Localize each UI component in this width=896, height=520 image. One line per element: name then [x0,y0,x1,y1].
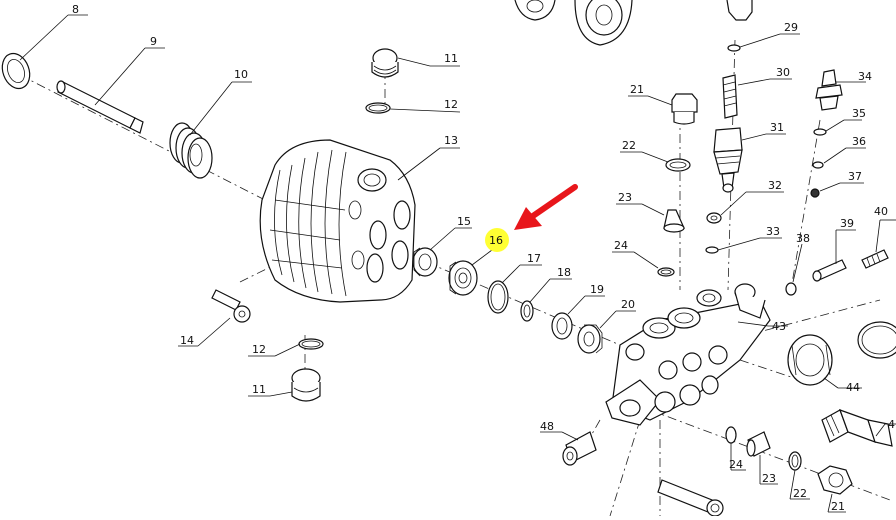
top-partial-pulleys [514,0,753,46]
label-21-bottom: 21 [831,500,845,513]
part-4x-fitting [821,409,896,447]
label-23-bottom: 23 [762,472,776,485]
label-32: 32 [768,179,782,192]
part-8-retaining-ring [1,14,88,90]
label-33: 33 [766,225,780,238]
label-29: 29 [784,21,798,34]
label-35: 35 [852,107,866,120]
label-38: 38 [796,232,810,245]
label-24-bottom: 24 [729,458,743,471]
part-15-seal [412,227,472,277]
label-15: 15 [457,215,471,228]
part-30-spring [722,74,792,119]
part-22-oring [620,151,691,172]
label-10: 10 [234,68,248,81]
label-23-top: 23 [618,191,632,204]
label-43: 43 [772,320,786,333]
part-21-plug [628,93,698,125]
part-44-nut [787,334,862,389]
part-21-plug-bottom [817,465,853,513]
part-9-shaft [56,47,165,134]
part-40-spring [861,219,896,269]
part-17-oring [487,264,542,314]
label-14: 14 [180,334,194,347]
part-31-unloader-piston [713,127,786,193]
label-11-bottom: 11 [252,383,266,396]
label-40: 40 [874,205,888,218]
label-19: 19 [590,283,604,296]
label-9: 9 [150,35,157,48]
part-12-oring-top [365,102,461,114]
part-14-bolt [178,289,251,347]
part-18-ring [520,278,572,322]
label-12-bottom: 12 [252,343,266,356]
part-16-bearing [448,249,493,296]
label-44: 44 [846,381,860,394]
label-4x: 4 [888,418,895,431]
part-39-valve [812,229,856,282]
part-33-ring [705,237,782,254]
label-8: 8 [72,3,79,16]
part-11-plug-bottom [248,368,321,402]
part-23-valve [616,203,685,233]
part-large-oring-edge [857,321,896,359]
label-48: 48 [540,420,554,433]
part-24-oring [612,251,675,277]
part-20-seal [577,310,636,354]
label-16: 16 [489,234,503,247]
label-21-top: 21 [630,83,644,96]
highlight-marker [485,228,509,252]
part-10-spring [169,81,252,179]
label-39: 39 [840,217,854,230]
label-22-top: 22 [622,139,636,152]
part-19-ring [551,295,605,340]
label-30: 30 [776,66,790,79]
label-34: 34 [858,70,872,83]
label-18: 18 [557,266,571,279]
part-32-nut [706,191,784,224]
part-35-ring [813,119,862,136]
part-24-oring-bottom [725,426,746,471]
part-bottom-shaft [657,479,724,517]
label-20: 20 [621,298,635,311]
part-43-manifold [605,283,788,426]
label-11-top: 11 [444,52,458,65]
part-13-crankcase [259,139,460,303]
label-24-top: 24 [614,239,628,252]
part-37-ball [810,182,864,198]
part-11-plug-top [371,48,460,78]
part-12-oring-bottom [248,338,324,357]
part-22-oring-bottom [788,451,810,500]
label-22-bottom: 22 [793,487,807,500]
label-13: 13 [444,134,458,147]
red-arrow [514,184,578,230]
part-48-cap [540,431,597,466]
part-labels: 8 9 10 11 12 13 14 12 11 15 16 17 18 19 … [72,3,895,513]
part-29-ring [727,33,800,52]
part-34-fitting [815,69,866,111]
part-36-ring [812,147,866,169]
label-17: 17 [527,252,541,265]
label-31: 31 [770,121,784,134]
part-38-ring [785,243,803,296]
label-37: 37 [848,170,862,183]
label-36: 36 [852,135,866,148]
label-12-top: 12 [444,98,458,111]
part-23-valve-bottom [746,431,778,485]
